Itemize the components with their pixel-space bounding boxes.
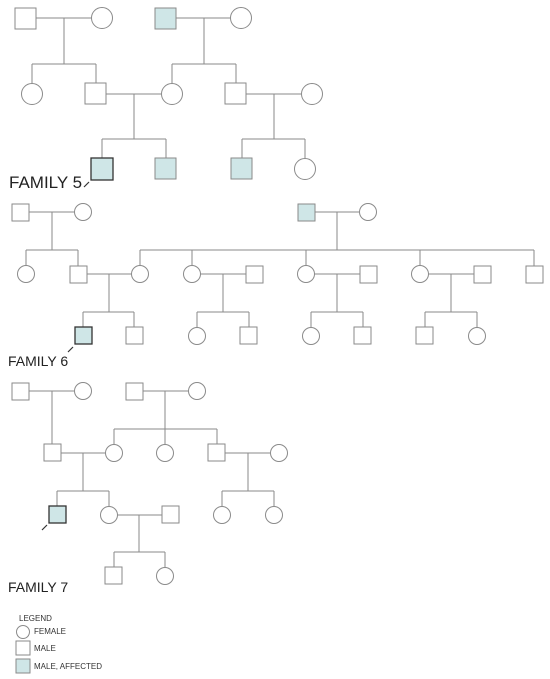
female-symbol bbox=[161, 83, 183, 105]
proband-affected-male-symbol bbox=[74, 326, 93, 345]
female-symbol bbox=[188, 382, 206, 400]
female-symbol bbox=[301, 83, 323, 105]
family-6-pedigree bbox=[11, 203, 544, 353]
family-5-pedigree bbox=[14, 7, 323, 188]
female-symbol bbox=[156, 567, 174, 585]
affected-male-symbol bbox=[154, 157, 177, 180]
affected-male-symbol bbox=[230, 157, 253, 180]
family-5-label: FAMILY 5 bbox=[9, 173, 82, 192]
male-symbol bbox=[69, 265, 88, 284]
female-symbol bbox=[156, 444, 174, 462]
female-symbol bbox=[91, 7, 113, 29]
female-symbol bbox=[131, 265, 149, 283]
male-symbol bbox=[104, 566, 123, 585]
female-symbol bbox=[297, 265, 315, 283]
proband-affected-male-symbol bbox=[48, 505, 67, 524]
female-symbol bbox=[17, 265, 35, 283]
female-symbol bbox=[294, 158, 316, 180]
female-symbol bbox=[213, 506, 231, 524]
male-symbol bbox=[11, 382, 30, 401]
male-symbol bbox=[245, 265, 264, 284]
female-symbol bbox=[105, 444, 123, 462]
proband-arrow bbox=[83, 181, 90, 188]
female-symbol bbox=[21, 83, 43, 105]
female-symbol bbox=[302, 327, 320, 345]
proband-arrow bbox=[67, 346, 74, 353]
male-symbol bbox=[525, 265, 544, 284]
male-symbol bbox=[43, 443, 62, 462]
female-symbol bbox=[74, 203, 92, 221]
male-symbol bbox=[207, 443, 226, 462]
female-symbol bbox=[183, 265, 201, 283]
male-symbol bbox=[359, 265, 378, 284]
legend-female-symbol bbox=[16, 625, 30, 639]
female-symbol bbox=[100, 506, 118, 524]
male-symbol bbox=[415, 326, 434, 345]
female-symbol bbox=[188, 327, 206, 345]
male-symbol bbox=[161, 505, 180, 524]
male-symbol bbox=[239, 326, 258, 345]
family-7-pedigree bbox=[11, 382, 288, 585]
male-symbol bbox=[473, 265, 492, 284]
proband-affected-male-symbol bbox=[90, 157, 114, 181]
female-symbol bbox=[359, 203, 377, 221]
legend: LEGEND FEMALE MALE MALE, AFFECTED bbox=[15, 614, 102, 674]
female-symbol bbox=[270, 444, 288, 462]
female-symbol bbox=[265, 506, 283, 524]
female-symbol bbox=[74, 382, 92, 400]
male-symbol bbox=[14, 7, 37, 30]
male-symbol bbox=[84, 82, 107, 105]
female-symbol bbox=[411, 265, 429, 283]
affected-male-symbol bbox=[154, 7, 177, 30]
affected-male-symbol bbox=[297, 203, 316, 222]
male-symbol bbox=[11, 203, 30, 222]
proband-arrow bbox=[41, 524, 48, 531]
male-symbol bbox=[224, 82, 247, 105]
family-7-label: FAMILY 7 bbox=[8, 579, 68, 595]
legend-male-label: MALE bbox=[34, 644, 56, 653]
male-symbol bbox=[125, 326, 144, 345]
male-symbol bbox=[353, 326, 372, 345]
male-symbol bbox=[125, 382, 144, 401]
family-6-label: FAMILY 6 bbox=[8, 353, 68, 369]
legend-title: LEGEND bbox=[19, 614, 52, 623]
female-symbol bbox=[230, 7, 252, 29]
female-symbol bbox=[468, 327, 486, 345]
legend-female-label: FEMALE bbox=[34, 627, 66, 636]
legend-affected-male-symbol bbox=[15, 658, 31, 674]
legend-affected-male-label: MALE, AFFECTED bbox=[34, 662, 102, 671]
legend-male-symbol bbox=[15, 640, 31, 656]
